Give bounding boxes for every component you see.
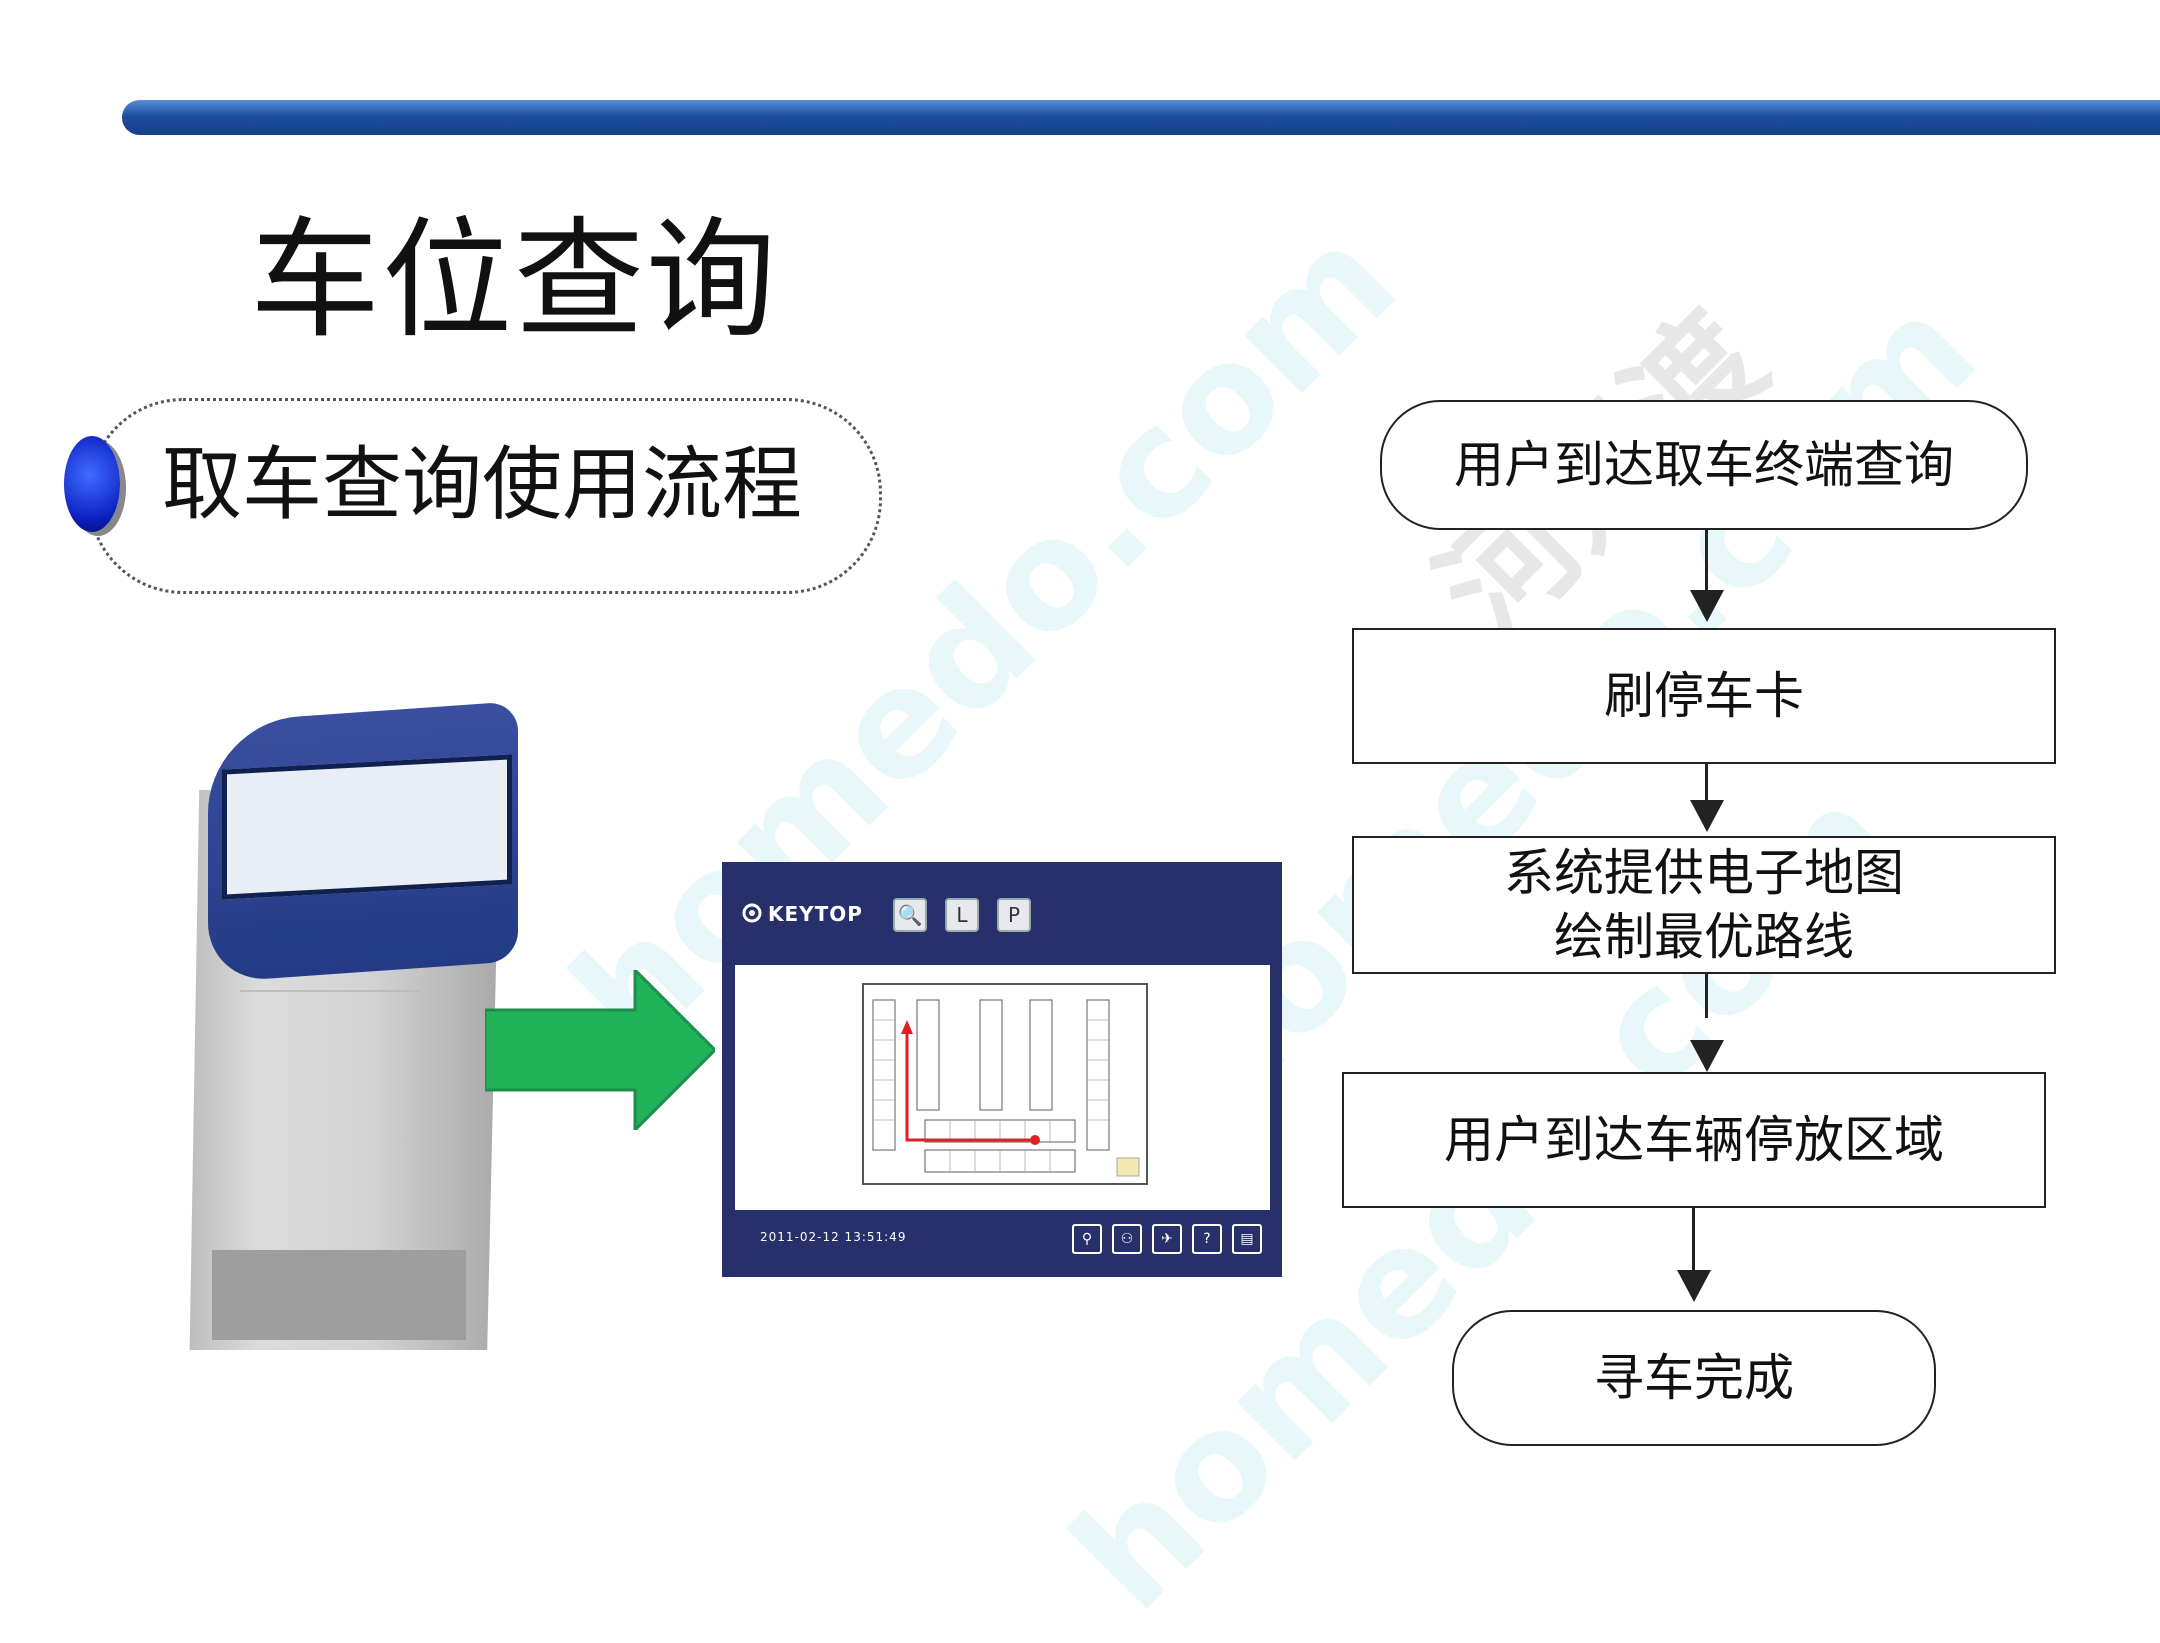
green-arrow-icon	[485, 970, 715, 1130]
bullet-icon	[64, 436, 120, 532]
document-icon[interactable]: ▤	[1232, 1224, 1262, 1254]
help-icon[interactable]: ?	[1192, 1224, 1222, 1254]
search-icon[interactable]: 🔍	[893, 898, 927, 932]
slide-subtitle: 取车查询使用流程	[162, 438, 802, 531]
parking-floor-plan	[862, 983, 1148, 1185]
kiosk-base	[212, 1250, 466, 1340]
slide-title: 车位查询	[250, 204, 779, 356]
restroom-icon[interactable]: ⚲	[1072, 1224, 1102, 1254]
flow-connector	[1692, 1208, 1695, 1270]
flow-step-end: 寻车完成	[1452, 1310, 1936, 1446]
arrow-down-icon	[1690, 590, 1724, 622]
flow-step-route-map: 系统提供电子地图 绘制最优路线	[1352, 836, 2056, 974]
map-timestamp: 2011-02-12 13:51:49	[760, 1230, 907, 1244]
arrow-down-icon	[1677, 1270, 1711, 1302]
kiosk-detail	[240, 990, 420, 992]
arrow-down-icon	[1690, 800, 1724, 832]
letter-l-icon[interactable]: L	[945, 898, 979, 932]
keytop-logo-icon	[742, 903, 762, 923]
plane-icon[interactable]: ✈	[1152, 1224, 1182, 1254]
flow-connector	[1705, 764, 1708, 800]
arrow-down-icon	[1690, 1040, 1724, 1072]
flow-connector	[1705, 530, 1708, 590]
brand-name: KEYTOP	[768, 902, 863, 926]
flow-step-start: 用户到达取车终端查询	[1380, 400, 2028, 530]
people-icon[interactable]: ⚇	[1112, 1224, 1142, 1254]
parking-icon[interactable]: P	[997, 898, 1031, 932]
header-bar	[122, 100, 2160, 135]
kiosk-screen	[222, 754, 512, 900]
flow-step-swipe-card: 刷停车卡	[1352, 628, 2056, 764]
flow-step-arrive-area: 用户到达车辆停放区域	[1342, 1072, 2046, 1208]
flow-connector	[1705, 974, 1708, 1018]
